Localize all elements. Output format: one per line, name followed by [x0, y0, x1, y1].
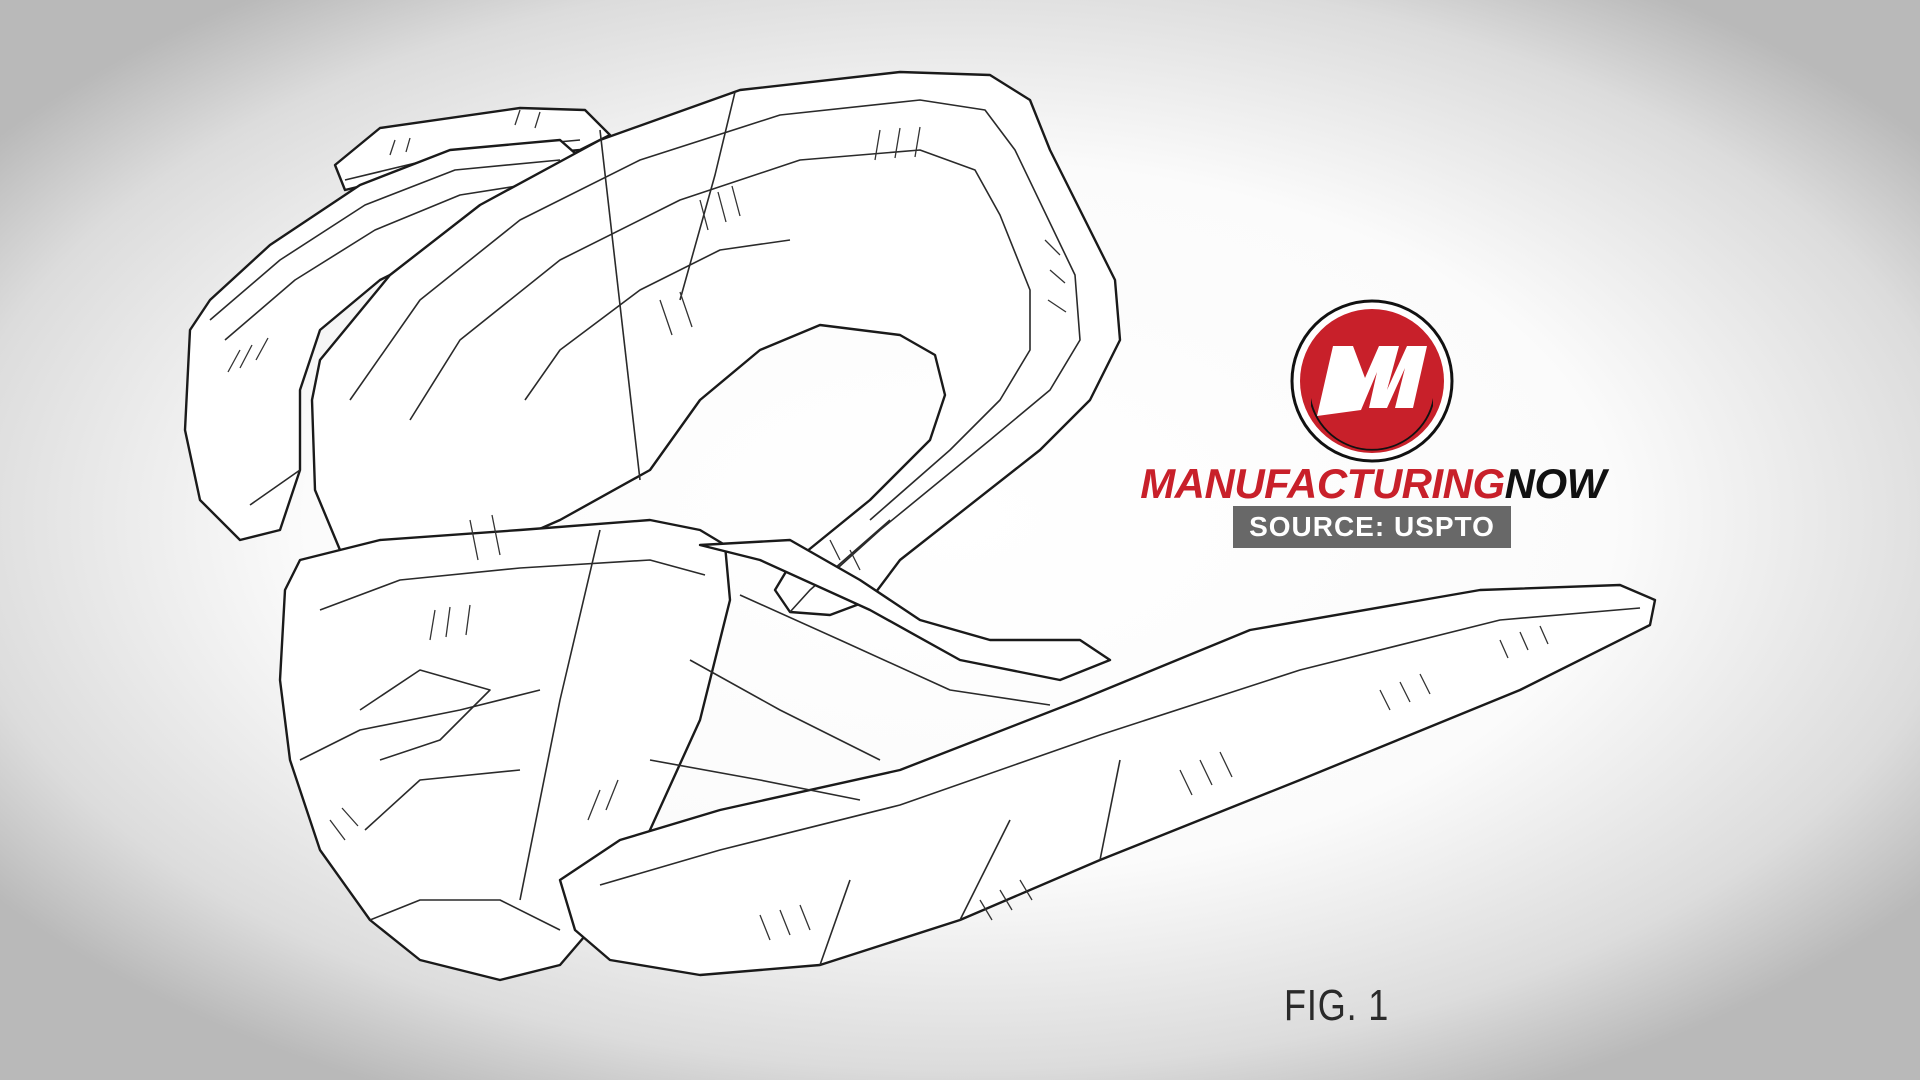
source-label: SOURCE: USPTO [1233, 506, 1511, 548]
manufacturing-now-logo: MANUFACTURINGNOW SOURCE: USPTO [1128, 298, 1618, 553]
wedge-slope [649, 538, 1112, 801]
manufacturing-now-wordmark: MANUFACTURINGNOW [1128, 454, 1618, 514]
figure-label: FIG. 1 [1284, 981, 1390, 1030]
wordmark-black-part: NOW [1504, 460, 1607, 507]
hook-cushion [310, 70, 1122, 617]
mn-emblem-icon [1290, 299, 1454, 463]
wordmark-red-part: MANUFACTURING [1140, 460, 1505, 507]
wedge-base [558, 583, 1657, 977]
shading-hatches [227, 109, 1549, 941]
